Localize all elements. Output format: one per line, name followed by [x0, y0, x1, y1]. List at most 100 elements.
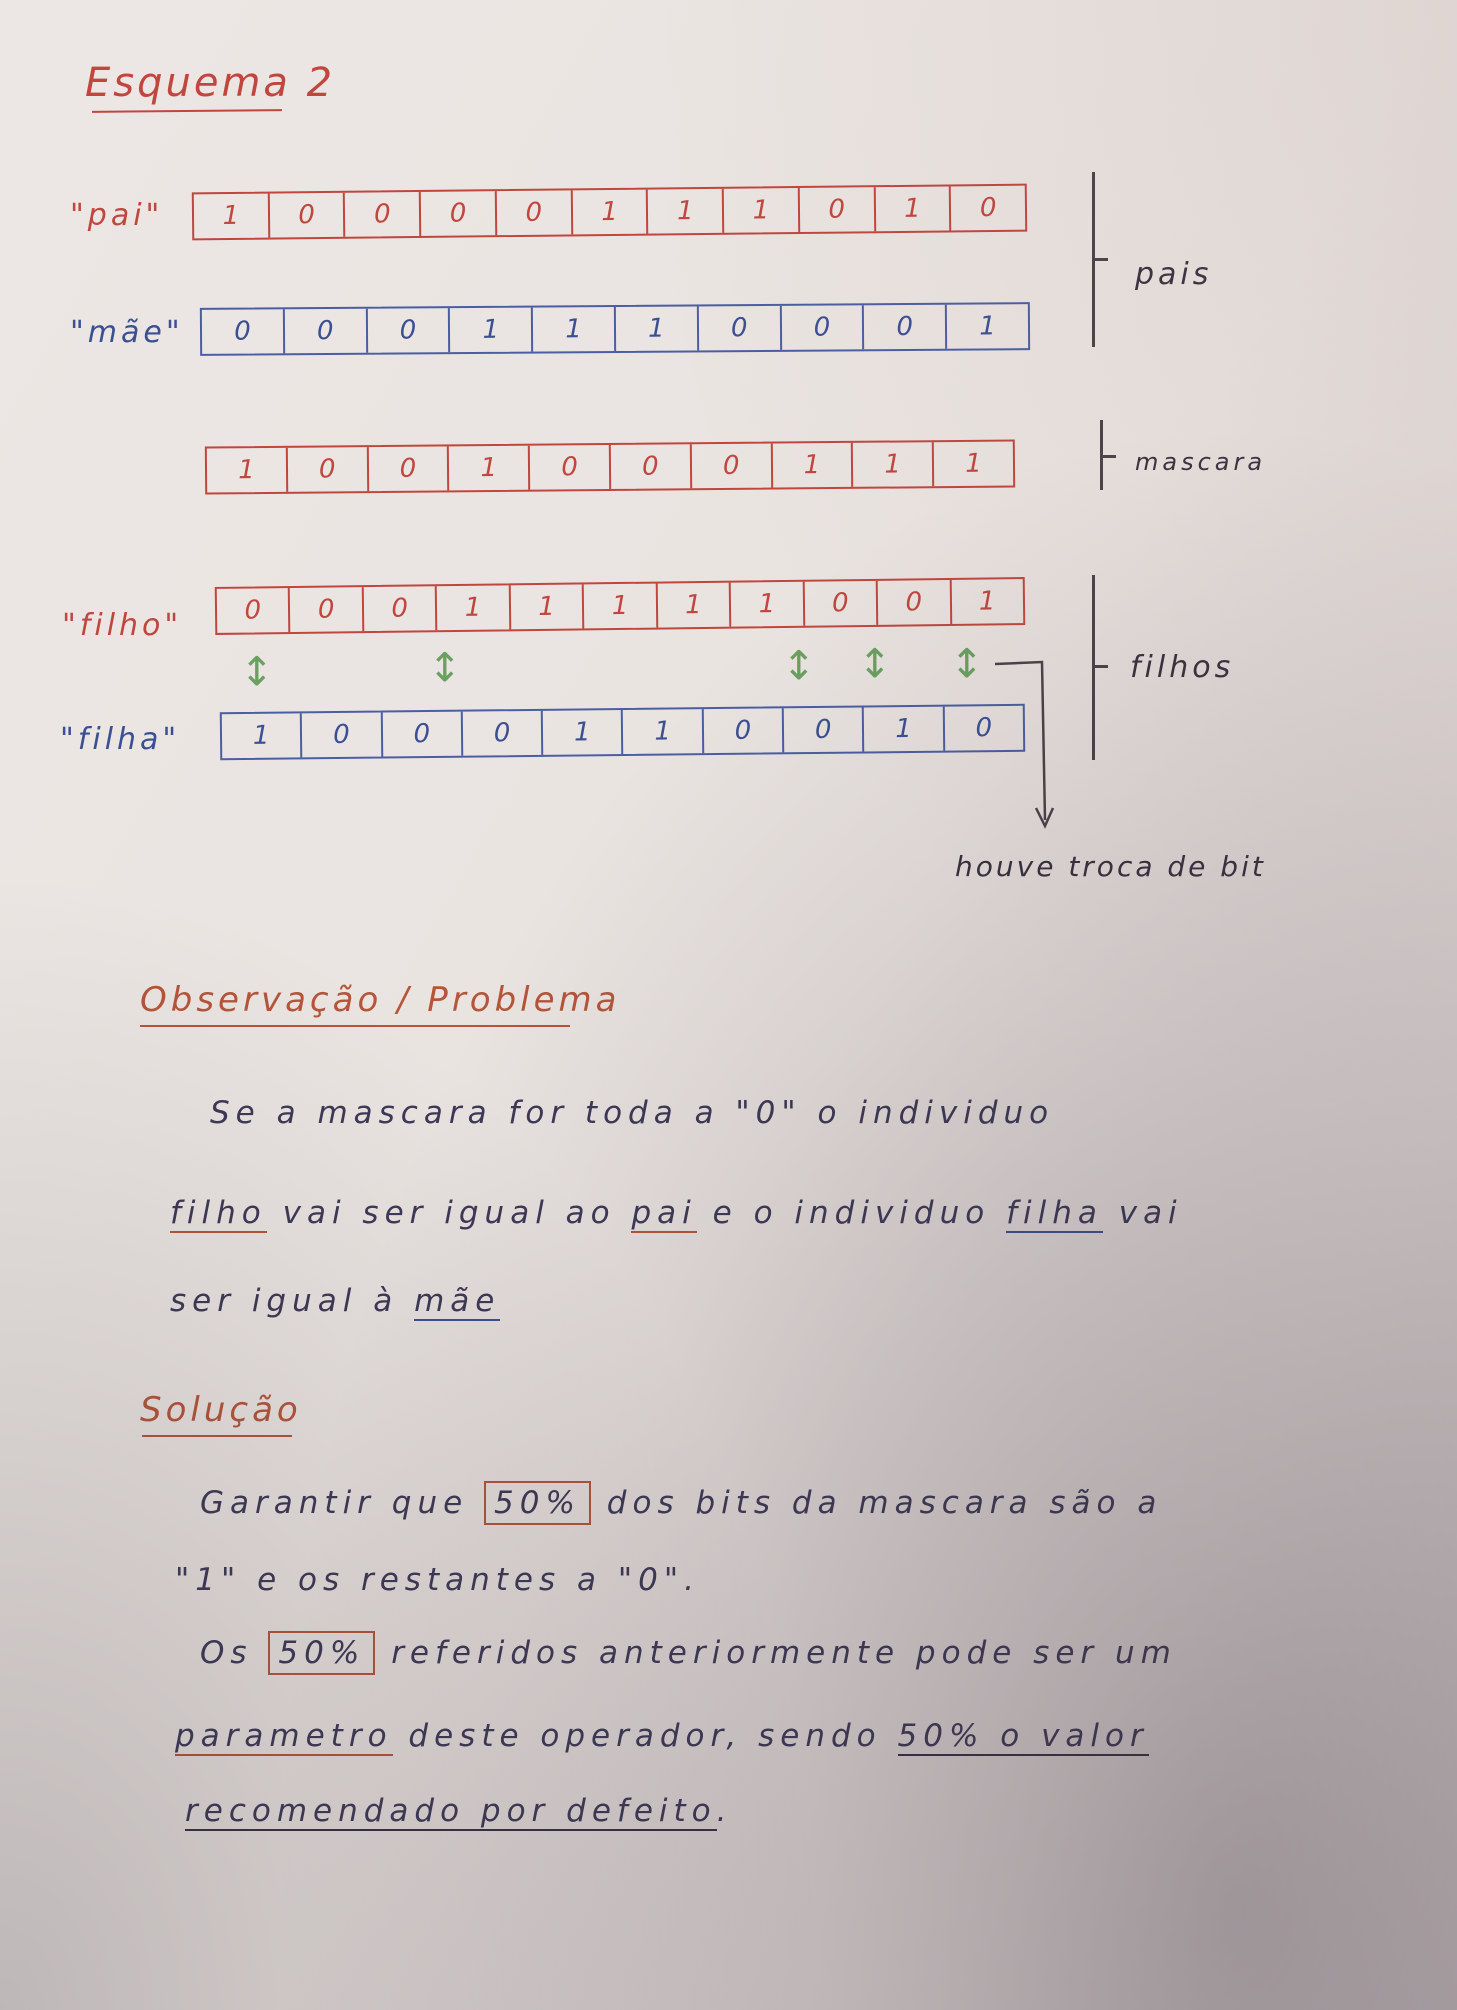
- mae-bit-cell: 1: [450, 307, 534, 353]
- solucao-line-4-text: deste operador, sendo: [408, 1718, 882, 1754]
- mae-bit-cell: 0: [864, 304, 948, 350]
- pai-bit-cell: 1: [193, 193, 270, 239]
- pai-bit-cell: 1: [875, 186, 952, 232]
- observacao-line-2-text-b: e o individuo: [712, 1195, 991, 1231]
- filha-label: "filha": [60, 722, 181, 757]
- filhos-brace: [1092, 575, 1095, 760]
- pais-group-label: pais: [1135, 257, 1213, 292]
- mae-term: mãe: [414, 1283, 501, 1321]
- fifty-percent-box: 50%: [484, 1481, 591, 1525]
- filho-bit-cell: 1: [657, 582, 732, 628]
- solucao-line-3: Os 50% referidos anteriormente pode ser …: [200, 1631, 1177, 1675]
- solucao-line-3-text-b: referidos anteriormente pode ser um: [391, 1635, 1177, 1671]
- filho-bit-cell: 1: [730, 581, 805, 627]
- pais-brace-tick: [1094, 258, 1108, 261]
- pai-bit-cell: 0: [496, 190, 573, 236]
- pai-bit-cell: 0: [979, 192, 997, 224]
- solucao-title-underline: [142, 1435, 292, 1437]
- filha-bit-cell: 0: [462, 710, 544, 756]
- filha-bit-cell: 1: [542, 709, 624, 755]
- filhos-group-label: filhos: [1130, 650, 1235, 685]
- pai-bit-cell: 0: [269, 192, 346, 238]
- bit-swap-annotation: houve troca de bit: [955, 850, 1266, 883]
- mascara-bit-cell: 0: [691, 443, 773, 489]
- parametro-term: parametro: [175, 1718, 393, 1756]
- mascara-bit-cell: 1: [772, 442, 854, 488]
- filha-bit-cell: 0: [382, 711, 464, 757]
- observacao-line-3: ser igual à mãe: [170, 1283, 501, 1321]
- filho-bit-cell: 0: [216, 588, 291, 633]
- mascara-bit-cell: 1: [206, 447, 289, 493]
- mae-bit-cell: 1: [615, 306, 699, 351]
- recommended-value-term: 50% o valor: [897, 1718, 1149, 1756]
- mascara-bit-cell: 0: [610, 444, 692, 489]
- filha-bit-cell: 0: [783, 707, 865, 753]
- swap-arrow-icon: ↕: [858, 641, 892, 687]
- mascara-brace: [1100, 420, 1103, 490]
- pai-bit-cell: 1: [723, 188, 801, 233]
- filho-bit-cell: 1: [510, 584, 585, 630]
- filho-bit-cell: 1: [978, 586, 996, 617]
- swap-arrow-icon: ↕: [240, 649, 274, 695]
- swap-arrow-icon: ↕: [950, 641, 984, 687]
- swap-arrow-icon: ↕: [428, 645, 462, 691]
- solucao-line-1-text-a: Garantir que: [200, 1485, 469, 1521]
- filho-label: "filho": [62, 608, 183, 643]
- filho-bit-cell: 0: [877, 579, 952, 625]
- solucao-line-2: "1" e os restantes a "0".: [175, 1562, 700, 1598]
- filho-bit-cell: 1: [437, 585, 512, 631]
- filhos-brace-tick: [1094, 665, 1108, 668]
- mascara-bit-cell: 1: [965, 448, 982, 479]
- mascara-bit-cell: 0: [287, 447, 369, 492]
- observacao-line-2: filho vai ser igual ao pai e o individuo…: [170, 1195, 1183, 1233]
- annotation-connector-icon: [994, 660, 1055, 829]
- mascara-group-label: mascara: [1135, 448, 1267, 476]
- filha-bit-cell: 1: [221, 713, 303, 759]
- observacao-title: Observação / Problema: [140, 980, 621, 1020]
- solucao-line-3-text-a: Os: [200, 1635, 253, 1671]
- filha-bit-cell: 1: [864, 706, 945, 752]
- filha-bit-cell: 0: [703, 708, 785, 754]
- recommended-default-term: recomendado por defeito: [185, 1793, 717, 1831]
- filha-bit-cell: 1: [623, 709, 705, 754]
- observacao-line-2-text-a: vai ser igual ao: [282, 1195, 616, 1231]
- pai-bit-cell: 0: [345, 191, 422, 237]
- filho-term: filho: [170, 1195, 267, 1233]
- pai-term: pai: [631, 1195, 697, 1233]
- observacao-title-underline: [140, 1025, 570, 1027]
- solucao-line-1-text-b: dos bits da mascara são a: [606, 1485, 1163, 1521]
- filho-bit-cell: 0: [804, 580, 879, 626]
- mascara-bit-cell: 1: [449, 445, 531, 491]
- mae-bit-cell: 0: [201, 309, 285, 354]
- mae-label: "mãe": [70, 315, 184, 350]
- mae-bit-cell: 0: [698, 305, 782, 351]
- mae-bit-cell: 0: [781, 305, 865, 350]
- filho-bit-cell: 1: [583, 583, 658, 629]
- mascara-bit-cell: 0: [368, 446, 450, 492]
- solucao-title: Solução: [140, 1390, 302, 1430]
- pai-bit-cell: 1: [648, 188, 725, 234]
- mae-bit-cell: 0: [284, 308, 368, 354]
- observacao-line-2-text-c: vai: [1118, 1195, 1183, 1231]
- mae-bit-cell: 0: [367, 308, 451, 353]
- mascara-brace-tick: [1102, 455, 1116, 458]
- pai-bit-cell: 0: [799, 187, 876, 233]
- solucao-line-1: Garantir que 50% dos bits da mascara são…: [200, 1481, 1163, 1525]
- observacao-line-1: Se a mascara for toda a "0" o individuo: [210, 1095, 1055, 1131]
- mae-bit-cell: 1: [979, 311, 996, 342]
- mascara-bit-cell: 1: [853, 442, 935, 487]
- swap-arrow-icon: ↕: [782, 643, 816, 689]
- fifty-percent-box: 50%: [268, 1631, 376, 1675]
- observacao-line-3-text: ser igual à: [170, 1283, 399, 1319]
- pai-bit-cell: 1: [572, 189, 649, 235]
- filho-bit-cell: 0: [290, 587, 365, 633]
- filha-term: filha: [1006, 1195, 1103, 1233]
- pai-label: "pai": [70, 198, 164, 233]
- mae-bit-cell: 1: [533, 306, 617, 352]
